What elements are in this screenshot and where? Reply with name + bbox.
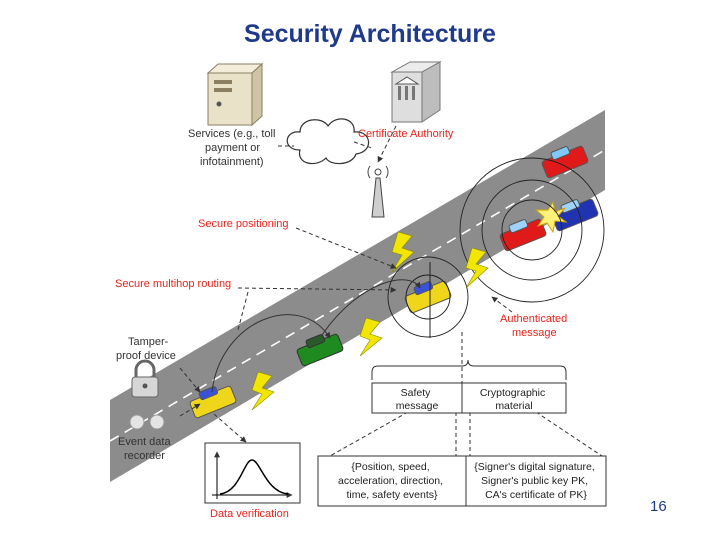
services-label: Services (e.g., toll payment or infotain… <box>188 128 278 168</box>
car-icon <box>296 333 344 367</box>
antenna-icon <box>367 165 389 218</box>
message-box <box>371 382 567 414</box>
safety-details-box <box>317 455 467 507</box>
bank-building-icon <box>390 61 442 123</box>
data-verification-label: Data verification <box>210 508 289 520</box>
server-icon <box>206 62 264 127</box>
secure-positioning-label: Secure positioning <box>198 218 289 230</box>
collision-icon <box>534 200 568 234</box>
car-icon <box>189 385 237 419</box>
crypto-details-box <box>465 455 607 507</box>
graph-icon <box>204 442 301 504</box>
certificate-authority-label: Certificate Authority <box>358 128 454 140</box>
broadcast-rings <box>387 157 605 338</box>
tamper-proof-device-label: Tamper- proof device <box>116 336 176 362</box>
event-data-recorder-label: Event data recorder <box>118 436 174 462</box>
message-brace <box>371 359 567 380</box>
event-data-recorder-icon <box>129 414 165 430</box>
safety-details-text: {Position, speed, acceleration, directio… <box>338 461 446 501</box>
page-number: 16 <box>650 498 667 515</box>
safety-message-label: Safety message <box>396 387 439 412</box>
padlock-icon <box>131 359 159 398</box>
road <box>109 110 606 482</box>
authenticated-message-label: Authenticated message <box>500 313 570 339</box>
cloud-icon <box>286 118 370 165</box>
car-icon <box>499 218 547 252</box>
secure-multihop-routing-label: Secure multihop routing <box>115 278 231 290</box>
arrows <box>179 125 603 457</box>
cryptographic-material-label: Cryptographic material <box>480 387 548 412</box>
lightning-icon <box>251 231 489 411</box>
slide-title: Security Architecture <box>244 20 496 48</box>
car-icon <box>541 145 589 179</box>
crypto-details-text: {Signer's digital signature, Signer's pu… <box>474 461 597 501</box>
